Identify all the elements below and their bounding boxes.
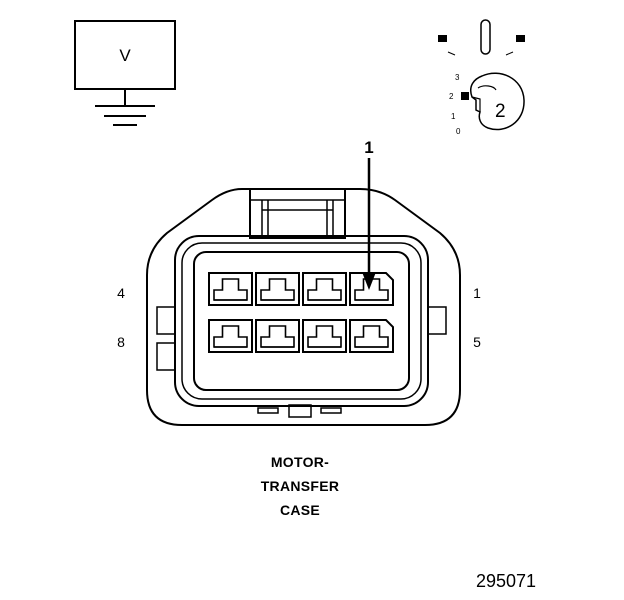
pin-label-bottom-left: 8 bbox=[117, 334, 125, 350]
figure-number: 295071 bbox=[476, 571, 537, 591]
pin-cavities bbox=[208, 272, 394, 353]
callout-number: 1 bbox=[364, 138, 373, 157]
pin-cavity bbox=[208, 319, 253, 353]
pin-label-bottom-right: 5 bbox=[473, 334, 481, 350]
selector-switch-icon: 3 2 1 0 2 bbox=[438, 19, 525, 136]
pin-cavity bbox=[208, 272, 253, 306]
pin-cavity bbox=[255, 272, 300, 306]
connector-body bbox=[146, 188, 461, 426]
pin-cavity bbox=[255, 319, 300, 353]
pin-label-top-left: 4 bbox=[117, 285, 125, 301]
switch-position-1: 1 bbox=[451, 112, 456, 121]
caption-line-3: CASE bbox=[279, 502, 321, 518]
pin-cavity bbox=[302, 272, 347, 306]
pin-label-top-right: 1 bbox=[473, 285, 481, 301]
switch-position-3: 3 bbox=[455, 73, 460, 82]
pin-cavity bbox=[302, 319, 347, 353]
caption-line-1: MOTOR- bbox=[270, 454, 330, 470]
switch-indicator bbox=[461, 92, 469, 100]
pin-cavity bbox=[349, 319, 394, 353]
caption-line-2: TRANSFER bbox=[260, 478, 340, 494]
voltmeter-symbol: V bbox=[74, 20, 176, 126]
switch-position-2: 2 bbox=[449, 92, 454, 101]
pin-cavity bbox=[349, 272, 394, 306]
switch-selected-value: 2 bbox=[495, 101, 506, 122]
switch-position-0: 0 bbox=[456, 127, 461, 136]
voltmeter-label: V bbox=[119, 46, 131, 65]
